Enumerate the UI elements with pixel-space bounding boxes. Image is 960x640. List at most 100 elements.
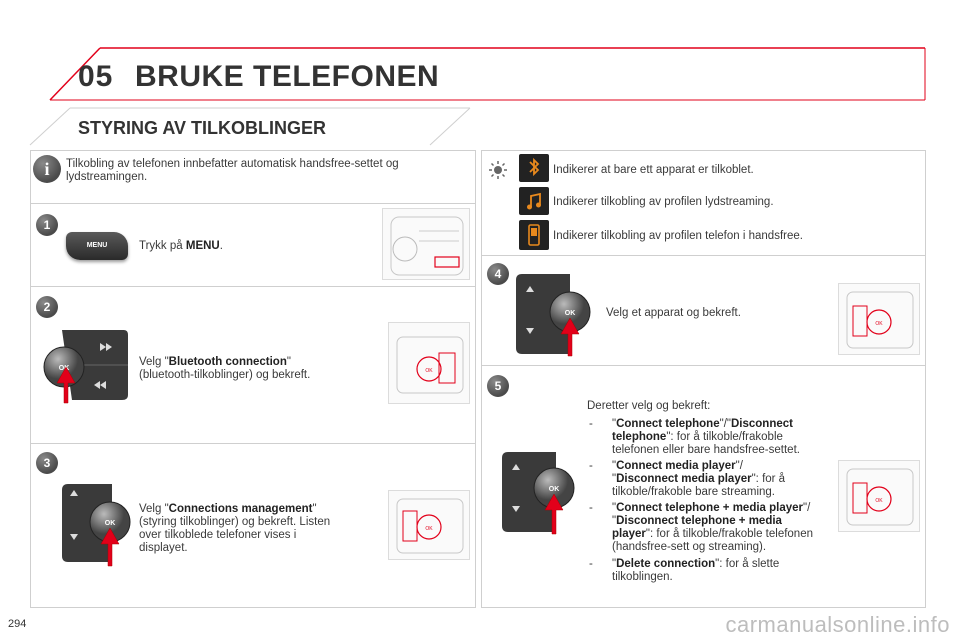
item2-bold-b: Disconnect media player bbox=[616, 473, 752, 485]
item1-bold-a: Connect telephone bbox=[616, 418, 720, 430]
step1-prefix: Trykk på bbox=[139, 240, 186, 252]
step2-prefix: Velg " bbox=[139, 356, 169, 368]
step2-text: Velg "Bluetooth connection" (bluetooth-t… bbox=[139, 356, 369, 382]
q: "/ bbox=[803, 502, 811, 514]
light-icon bbox=[489, 161, 507, 179]
item1-text: ": for å tilkoble/frakoble bbox=[666, 431, 783, 443]
divider bbox=[481, 255, 926, 256]
radio-panel-drawing bbox=[390, 216, 464, 276]
ok-knob-step4[interactable]: OK bbox=[510, 270, 600, 360]
step-badge-5: 5 bbox=[487, 375, 509, 397]
item4-line2: tilkoblingen. bbox=[612, 571, 673, 583]
step-badge-4: 4 bbox=[487, 263, 509, 285]
svg-text:OK: OK bbox=[425, 526, 433, 532]
step2-line2: (bluetooth-tilkoblinger) og bekreft. bbox=[139, 369, 311, 381]
radio-panel-drawing: OK bbox=[846, 291, 914, 349]
radio-panel-drawing: OK bbox=[396, 498, 464, 554]
step-badge-2: 2 bbox=[36, 296, 58, 318]
item4-bold: Delete connection bbox=[616, 558, 716, 570]
divider bbox=[30, 286, 476, 287]
svg-text:OK: OK bbox=[875, 498, 883, 504]
list-dash: - bbox=[589, 460, 593, 472]
step5-intro: Deretter velg og bekreft: bbox=[587, 400, 711, 412]
q: "/ bbox=[735, 460, 743, 472]
q: " bbox=[612, 515, 617, 527]
radio-panel-thumbnail bbox=[382, 208, 470, 280]
radio-panel-thumbnail: OK bbox=[838, 283, 920, 355]
chapter-number: 05 bbox=[78, 60, 114, 93]
radio-panel-drawing: OK bbox=[846, 468, 914, 526]
divider bbox=[30, 443, 476, 444]
q: " bbox=[612, 460, 617, 472]
phone-icon bbox=[519, 220, 549, 250]
section-title: STYRING AV TILKOBLINGER bbox=[78, 118, 327, 138]
info-text: Tilkobling av telefonen innbefatter auto… bbox=[66, 158, 399, 183]
radio-panel-drawing: OK bbox=[396, 336, 464, 394]
divider bbox=[481, 365, 926, 366]
item3-bold-a: Connect telephone + media player bbox=[616, 502, 804, 514]
q: "/" bbox=[719, 418, 731, 430]
header-decoration bbox=[29, 47, 926, 146]
step1-suffix: . bbox=[219, 240, 223, 252]
step5-item-4: "Delete connection": for å slette tilkob… bbox=[612, 558, 837, 584]
item1-line3: telefonen eller bare handsfree-settet. bbox=[612, 444, 800, 456]
item1-bold-c: telephone bbox=[612, 431, 667, 443]
item3-bold-b: Disconnect telephone + media bbox=[616, 515, 782, 527]
chapter-title: BRUKE TELEFONEN bbox=[135, 60, 440, 93]
item3-bold-c: player bbox=[612, 528, 646, 540]
step1-bold: MENU bbox=[185, 240, 220, 252]
step3-line2: (styring tilkoblinger) og bekreft. Liste… bbox=[139, 516, 331, 528]
step3-bold: Connections management bbox=[168, 503, 313, 515]
step3-text: Velg "Connections management" (styring t… bbox=[139, 503, 379, 555]
q: " bbox=[612, 502, 617, 514]
step3-prefix: Velg " bbox=[139, 503, 169, 515]
step5-item-1: "Connect telephone"/"Disconnect telephon… bbox=[612, 418, 837, 457]
item2-bold-a: Connect media player bbox=[616, 460, 736, 472]
item2-text: ": for å bbox=[751, 473, 786, 485]
ok-knob-step2[interactable]: OK bbox=[42, 325, 132, 405]
watermark: carmanualsonline.info bbox=[725, 612, 950, 637]
step5-item-2: "Connect media player"/ "Disconnect medi… bbox=[612, 460, 837, 499]
item1-bold-b: Disconnect bbox=[730, 418, 793, 430]
radio-panel-thumbnail: OK bbox=[388, 322, 470, 404]
music-note-icon bbox=[519, 187, 549, 215]
bluetooth-icon bbox=[519, 154, 549, 182]
step3-line4: displayet. bbox=[139, 542, 188, 554]
ok-label: OK bbox=[565, 310, 576, 317]
q: " bbox=[612, 558, 617, 570]
step-badge-1: 1 bbox=[36, 214, 58, 236]
svg-text:OK: OK bbox=[425, 368, 433, 374]
step3-line3: over tilkoblede telefoner vises i bbox=[139, 529, 297, 541]
q: " bbox=[612, 418, 617, 430]
ok-knob-step3[interactable]: OK bbox=[52, 480, 142, 570]
list-dash: - bbox=[589, 558, 593, 570]
step2-suffix: " bbox=[286, 356, 291, 368]
list-dash: - bbox=[589, 418, 593, 430]
step2-bold: Bluetooth connection bbox=[168, 356, 287, 368]
svg-text:OK: OK bbox=[875, 321, 883, 327]
menu-button[interactable]: MENU bbox=[66, 232, 128, 260]
radio-panel-thumbnail: OK bbox=[838, 460, 920, 532]
ok-label: OK bbox=[105, 520, 116, 527]
item4-text: ": for å slette bbox=[715, 558, 780, 570]
step3-suffix: " bbox=[312, 503, 317, 515]
ok-label: OK bbox=[59, 365, 70, 372]
step5-item-3: "Connect telephone + media player"/ "Dis… bbox=[612, 502, 837, 554]
item3-text: ": for å tilkoble/frakoble telefonen bbox=[645, 528, 813, 540]
divider bbox=[30, 203, 476, 204]
item3-line4: (handsfree-sett og streaming). bbox=[612, 541, 767, 553]
ok-knob-step5[interactable]: OK bbox=[496, 448, 586, 538]
item2-line3: tilkoble/frakoble bare streaming. bbox=[612, 486, 775, 498]
step4-text: Velg et apparat og bekreft. bbox=[606, 307, 741, 319]
step1-text: Trykk på MENU. bbox=[139, 240, 223, 253]
q: " bbox=[612, 473, 617, 485]
indicator-text-phone: Indikerer tilkobling av profilen telefon… bbox=[553, 230, 803, 242]
radio-panel-thumbnail: OK bbox=[388, 490, 470, 560]
info-icon: i bbox=[33, 155, 61, 183]
indicator-text-music: Indikerer tilkobling av profilen lydstre… bbox=[553, 196, 774, 208]
ok-label: OK bbox=[549, 486, 560, 493]
list-dash: - bbox=[589, 502, 593, 514]
indicator-text-bluetooth: Indikerer at bare ett apparat er tilkobl… bbox=[553, 164, 754, 176]
page-number: 294 bbox=[8, 618, 27, 630]
step-badge-3: 3 bbox=[36, 452, 58, 474]
